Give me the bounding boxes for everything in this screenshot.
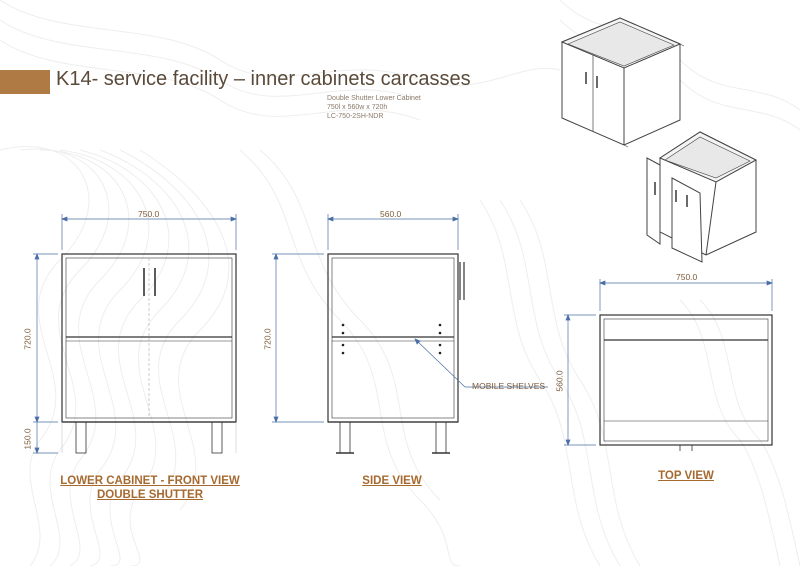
top-depth-dimension: 560.0: [554, 370, 565, 392]
side-dimension-lines: [272, 214, 548, 423]
isometric-view-open: [646, 131, 758, 263]
front-plinth-dimension: 150.0: [22, 428, 33, 450]
page-title: K14- service facility – inner cabinets c…: [56, 68, 471, 90]
side-height-dimension: 720.0: [262, 328, 273, 350]
top-dimension-lines: [564, 279, 773, 446]
mobile-shelves-label: MOBILE SHELVES: [472, 381, 546, 391]
front-view-subcaption: DOUBLE SHUTTER: [96, 489, 204, 501]
front-dimension-lines: [33, 214, 237, 454]
isometric-view-closed: [560, 17, 685, 148]
subtitle-line-3: LC-750-2SH-NDR: [327, 113, 384, 120]
subtitle-line-2: 750l x 560w x 720h: [327, 104, 388, 111]
front-view-drawing: [61, 253, 237, 454]
side-view-drawing: [327, 253, 465, 454]
top-width-dimension: 750.0: [676, 272, 698, 282]
title-accent-bar: [0, 70, 50, 94]
front-width-dimension: 750.0: [138, 209, 160, 219]
top-view-drawing: [599, 314, 773, 451]
shelf-pin-dots: [341, 323, 442, 355]
top-view-caption: TOP VIEW: [658, 470, 714, 482]
front-view-caption: LOWER CABINET - FRONT VIEW: [60, 475, 240, 487]
subtitle-line-1: Double Shutter Lower Cabinet: [327, 95, 421, 102]
front-height-dimension: 720.0: [22, 328, 33, 350]
side-depth-dimension: 560.0: [380, 209, 402, 219]
side-view-caption: SIDE VIEW: [362, 475, 422, 487]
